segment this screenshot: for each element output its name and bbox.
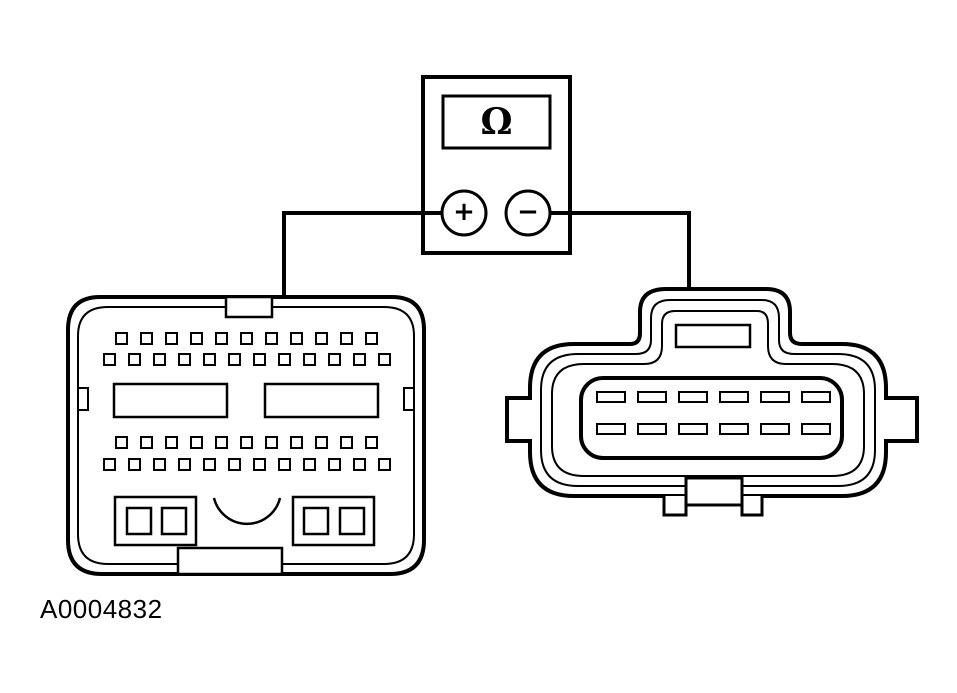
left-pin-cavity xyxy=(203,353,216,366)
right-pin-cavity xyxy=(719,423,749,435)
left-large-cavity-left xyxy=(112,382,229,419)
left-connector xyxy=(66,295,426,576)
right-pin-cavity xyxy=(678,423,708,435)
left-power-pin-3 xyxy=(302,506,330,536)
left-pin-cavity xyxy=(115,436,128,449)
left-pin-cavity xyxy=(165,332,178,345)
right-connector-lock-tab xyxy=(674,323,752,349)
left-pin-cavity xyxy=(290,332,303,345)
left-power-pin-2 xyxy=(160,506,188,536)
left-pin-cavity xyxy=(190,332,203,345)
right-pin-cavity xyxy=(801,391,831,403)
left-pin-cavity xyxy=(290,436,303,449)
left-pin-cavity xyxy=(103,353,116,366)
right-connector-pin-insert xyxy=(579,376,844,460)
left-pin-cavity xyxy=(315,332,328,345)
left-pin-cavity xyxy=(340,436,353,449)
left-pin-cavity xyxy=(278,353,291,366)
right-pin-cavity xyxy=(719,391,749,403)
left-pin-cavity xyxy=(215,436,228,449)
left-pin-cavity xyxy=(140,332,153,345)
left-pin-cavity xyxy=(215,332,228,345)
right-pin-cavity xyxy=(678,391,708,403)
right-connector xyxy=(505,287,919,517)
left-pin-cavity xyxy=(365,332,378,345)
left-pin-cavity xyxy=(103,458,116,471)
ohmmeter xyxy=(421,75,572,255)
ohmmeter-display xyxy=(441,94,552,150)
right-pin-cavity xyxy=(801,423,831,435)
left-connector-top-latch xyxy=(224,295,274,319)
left-connector-right-key xyxy=(403,387,415,411)
left-connector-pin-cavities xyxy=(103,332,391,471)
right-connector-pin-cavities xyxy=(596,391,831,435)
left-power-pin-4 xyxy=(338,506,366,536)
left-connector-inner-shell xyxy=(77,306,415,565)
left-large-cavity-right xyxy=(263,382,380,419)
ohm-symbol: Ω xyxy=(480,101,513,143)
left-pin-cavity xyxy=(253,458,266,471)
left-connector-left-key xyxy=(77,387,89,411)
left-pin-cavity xyxy=(153,353,166,366)
left-pin-cavity xyxy=(178,353,191,366)
left-pin-cavity xyxy=(115,332,128,345)
right-connector-latch-block xyxy=(684,476,744,507)
left-pin-cavity xyxy=(378,353,391,366)
right-pin-cavity xyxy=(760,391,790,403)
right-pin-cavity xyxy=(760,423,790,435)
left-pin-cavity xyxy=(265,332,278,345)
left-pin-cavity xyxy=(378,458,391,471)
right-pin-cavity xyxy=(596,391,626,403)
left-pin-cavity xyxy=(365,436,378,449)
figure-id-label: A0004832 xyxy=(40,594,163,624)
left-pin-cavity xyxy=(315,436,328,449)
left-pin-cavity xyxy=(340,332,353,345)
right-connector-middle-shell xyxy=(540,299,876,487)
left-pin-cavity xyxy=(228,353,241,366)
negative-terminal-label: − xyxy=(517,197,539,227)
left-pin-cavity xyxy=(328,353,341,366)
left-pin-cavity xyxy=(240,436,253,449)
left-pin-cavity xyxy=(178,458,191,471)
left-pin-cavity xyxy=(190,436,203,449)
right-pin-cavity xyxy=(637,423,667,435)
left-connector-bottom-latch xyxy=(176,546,284,576)
right-pin-cavity xyxy=(637,391,667,403)
left-pin-cavity xyxy=(265,436,278,449)
left-pin-cavity xyxy=(128,458,141,471)
left-pin-cavity xyxy=(353,353,366,366)
left-pin-cavity xyxy=(228,458,241,471)
left-pin-cavity xyxy=(353,458,366,471)
right-pin-cavity xyxy=(596,423,626,435)
left-pin-cavity xyxy=(240,332,253,345)
left-pin-cavity xyxy=(253,353,266,366)
left-pin-cavity xyxy=(303,353,316,366)
left-pin-cavity xyxy=(278,458,291,471)
left-pin-cavity xyxy=(128,353,141,366)
positive-terminal-label: + xyxy=(453,197,475,227)
positive-test-lead xyxy=(282,211,442,300)
left-pin-cavity xyxy=(153,458,166,471)
left-pin-cavity xyxy=(328,458,341,471)
left-power-pin-1 xyxy=(125,506,153,536)
left-pin-cavity xyxy=(165,436,178,449)
left-connector-center-keyway xyxy=(212,497,282,525)
left-pin-cavity xyxy=(140,436,153,449)
left-pin-cavity xyxy=(203,458,216,471)
right-connector-inner-shell xyxy=(551,310,865,477)
left-pin-cavity xyxy=(303,458,316,471)
